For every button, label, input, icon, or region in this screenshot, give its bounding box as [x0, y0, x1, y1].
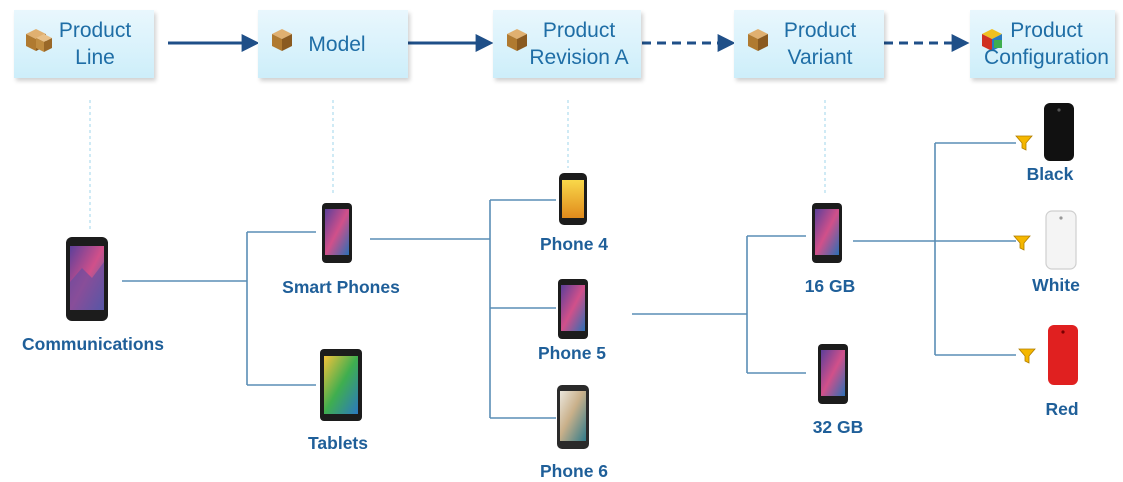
node-red: Red: [1045, 399, 1079, 419]
package-icon: [26, 29, 52, 52]
filter-icon: [1015, 135, 1033, 151]
tree-connectors: [122, 142, 1016, 419]
package-icon: [272, 29, 292, 51]
node-communications: Communications: [22, 334, 164, 354]
header-label: Product Line: [58, 19, 132, 69]
node-tablets: Tablets: [308, 433, 368, 453]
red-phone-image: [1048, 325, 1078, 385]
node-phone6: Phone 6: [539, 461, 609, 481]
node-white: White: [1032, 275, 1080, 295]
header-product-revision: Product Revision A: [493, 10, 641, 78]
communications-phone-image: [66, 237, 108, 321]
node-phone4: Phone 4: [539, 234, 609, 254]
package-icon: [507, 29, 527, 51]
phone6-image: [557, 385, 589, 449]
header-label: Product Variant: [783, 19, 857, 69]
configuration-icon: [982, 29, 1002, 51]
header-model: Model: [258, 10, 408, 78]
phone4-image: [559, 173, 587, 225]
node-smart-phones: Smart Phones: [282, 277, 400, 297]
white-phone-image: [1045, 210, 1077, 270]
phone5-image: [558, 279, 588, 339]
gb32-image: [818, 344, 848, 404]
node-phone5: Phone 5: [537, 343, 607, 363]
gb16-image: [812, 203, 842, 263]
smart-phones-image: [322, 203, 352, 263]
node-black: Black: [1026, 164, 1074, 184]
header-product-line: Product Line: [14, 10, 154, 78]
node-32gb: 32 GB: [812, 417, 864, 437]
header-product-configuration: Product Configuration: [970, 10, 1115, 78]
header-product-variant: Product Variant: [734, 10, 884, 78]
tablets-image: [320, 349, 362, 421]
package-icon: [748, 29, 768, 51]
header-label: Product Configuration: [984, 19, 1109, 69]
node-16gb: 16 GB: [804, 276, 856, 296]
filter-icon: [1013, 235, 1031, 251]
filter-icon: [1018, 348, 1036, 364]
header-label: Product Revision A: [529, 19, 629, 69]
black-phone-image: [1044, 103, 1074, 161]
header-label: Model: [308, 32, 366, 56]
column-guides: [89, 100, 826, 232]
